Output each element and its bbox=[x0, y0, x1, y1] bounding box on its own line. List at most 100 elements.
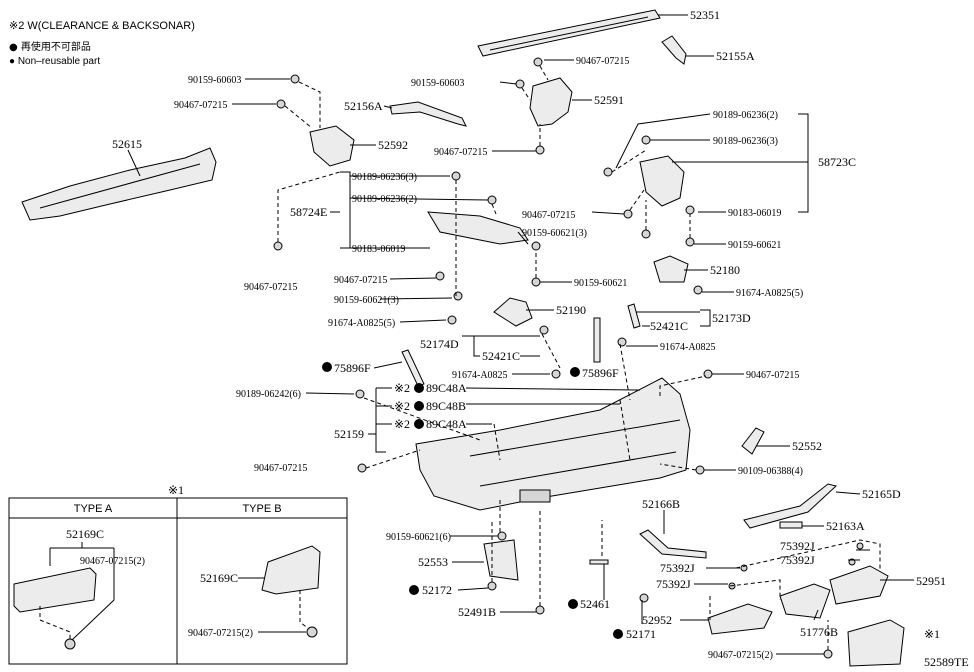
label-90109-06388-4[interactable]: 90109-06388(4) bbox=[738, 466, 803, 477]
part-52166B-garnish[interactable] bbox=[639, 529, 707, 559]
label-75896F-b[interactable]: 75896F bbox=[582, 366, 619, 380]
label-52952[interactable]: 52952 bbox=[642, 613, 672, 627]
label-52174D[interactable]: 52174D bbox=[420, 337, 459, 351]
inset-type-b-part-label[interactable]: 52169C bbox=[200, 571, 238, 585]
label-90189-06236-2b[interactable]: 90189-06236(2) bbox=[352, 194, 417, 205]
part-52159-bumper-cover[interactable] bbox=[415, 377, 691, 511]
label-90189-06236-2a[interactable]: 90189-06236(2) bbox=[713, 110, 778, 121]
part-52165D-garnish[interactable] bbox=[743, 483, 838, 529]
label-52553[interactable]: 52553 bbox=[418, 555, 448, 569]
label-90467-07215-f[interactable]: 90467-07215 bbox=[244, 282, 297, 293]
inset-type-a-part-label[interactable]: 52169C bbox=[66, 527, 104, 541]
label-89C48A-a[interactable]: 89C48A bbox=[426, 381, 467, 395]
label-52421C-a[interactable]: 52421C bbox=[650, 319, 688, 333]
part-58724E-bracket[interactable] bbox=[427, 211, 529, 245]
label-90467-07215-d[interactable]: 90467-07215 bbox=[522, 210, 575, 221]
part-52552-cover[interactable] bbox=[741, 427, 765, 455]
label-52591[interactable]: 52591 bbox=[594, 93, 624, 107]
label-52165D[interactable]: 52165D bbox=[862, 487, 901, 501]
part-52173D-strip[interactable] bbox=[627, 303, 641, 329]
label-75392J-b[interactable]: 75392J bbox=[656, 577, 691, 591]
non-reusable-dot-52171 bbox=[613, 629, 623, 639]
label-90467-07215-a[interactable]: 90467-07215 bbox=[576, 56, 629, 67]
inset-type-b-part[interactable] bbox=[261, 545, 321, 595]
part-52951-bumper-extension[interactable] bbox=[829, 565, 889, 605]
label-52171[interactable]: 52171 bbox=[626, 627, 656, 641]
part-52190-bracket[interactable] bbox=[493, 297, 533, 327]
label-90159-60621-3a[interactable]: 90159-60621(3) bbox=[522, 228, 587, 239]
label-52615[interactable]: 52615 bbox=[112, 137, 142, 151]
label-90467-07215-c[interactable]: 90467-07215 bbox=[434, 147, 487, 158]
label-52173D[interactable]: 52173D bbox=[712, 311, 751, 325]
label-90189-06236-3b[interactable]: 90189-06236(3) bbox=[352, 172, 417, 183]
part-75896F-left[interactable] bbox=[401, 349, 425, 387]
part-52155A-bracket[interactable] bbox=[661, 35, 687, 65]
part-75896F-right[interactable] bbox=[593, 317, 601, 363]
part-lower-cover-type[interactable] bbox=[847, 619, 905, 667]
label-90159-60621-b[interactable]: 90159-60621 bbox=[574, 278, 627, 289]
label-75392J-d[interactable]: 75392J bbox=[780, 553, 815, 567]
part-52615-energy-absorber[interactable] bbox=[21, 147, 217, 221]
part-52553-cover[interactable] bbox=[483, 539, 519, 581]
part-52461[interactable] bbox=[589, 559, 609, 565]
part-52163A[interactable] bbox=[779, 521, 803, 529]
label-52351[interactable]: 52351 bbox=[690, 8, 720, 22]
label-90183-06019-b[interactable]: 90183-06019 bbox=[352, 244, 405, 255]
label-75392J-a[interactable]: 75392J bbox=[660, 561, 695, 575]
label-91674-A0825-5a[interactable]: 91674-A0825(5) bbox=[736, 288, 803, 299]
label-91674-A0825-a[interactable]: 91674-A0825 bbox=[452, 370, 508, 381]
label-58724E[interactable]: 58724E bbox=[290, 205, 327, 219]
label-89C48B[interactable]: 89C48B bbox=[426, 399, 466, 413]
label-90189-06242-6[interactable]: 90189-06242(6) bbox=[236, 389, 301, 400]
label-91674-A0825-5b[interactable]: 91674-A0825(5) bbox=[328, 318, 395, 329]
label-52951[interactable]: 52951 bbox=[916, 574, 946, 588]
label-52461[interactable]: 52461 bbox=[580, 597, 610, 611]
label-90467-07215-b[interactable]: 90467-07215 bbox=[174, 100, 227, 111]
part-51776B-mudguard[interactable] bbox=[779, 583, 831, 619]
label-90467-07215-e[interactable]: 90467-07215 bbox=[334, 275, 387, 286]
label-51776B[interactable]: 51776B bbox=[800, 625, 838, 639]
label-91674-A0825-b[interactable]: 91674-A0825 bbox=[660, 342, 716, 353]
label-52552[interactable]: 52552 bbox=[792, 439, 822, 453]
label-52190[interactable]: 52190 bbox=[556, 303, 586, 317]
label-90159-60603-b[interactable]: 90159-60603 bbox=[411, 78, 464, 89]
label-52172[interactable]: 52172 bbox=[422, 583, 452, 597]
inset-type-a-part[interactable] bbox=[13, 567, 97, 613]
non-reusable-dot-52172 bbox=[409, 585, 419, 595]
non-reusable-dot-89C48A-b bbox=[414, 419, 424, 429]
label-90467-07215-2[interactable]: 90467-07215(2) bbox=[708, 650, 773, 661]
inset-type-a-bolt-label[interactable]: 90467-07215(2) bbox=[80, 556, 145, 567]
label-90159-60621-3b[interactable]: 90159-60621(3) bbox=[334, 295, 399, 306]
label-52589TE: 52589TE bbox=[924, 655, 969, 669]
label-52156A[interactable]: 52156A bbox=[344, 99, 383, 113]
part-52952-bumper-extension[interactable] bbox=[707, 603, 773, 635]
part-58723C-bracket[interactable] bbox=[639, 155, 685, 207]
inset-type-b-bolt-label[interactable]: 90467-07215(2) bbox=[188, 628, 253, 639]
label-52180[interactable]: 52180 bbox=[710, 263, 740, 277]
label-52421C-b[interactable]: 52421C bbox=[482, 349, 520, 363]
label-90159-60603-a[interactable]: 90159-60603 bbox=[188, 75, 241, 86]
label-90183-06019-a[interactable]: 90183-06019 bbox=[728, 208, 781, 219]
part-52156A-bracket[interactable] bbox=[389, 101, 467, 127]
label-58723C[interactable]: 58723C bbox=[818, 155, 856, 169]
label-52491B[interactable]: 52491B bbox=[458, 605, 496, 619]
label-90159-60621-a[interactable]: 90159-60621 bbox=[728, 240, 781, 251]
label-75896F-a[interactable]: 75896F bbox=[334, 361, 371, 375]
inset-mark: ※1 bbox=[168, 483, 184, 497]
label-90189-06236-3a[interactable]: 90189-06236(3) bbox=[713, 136, 778, 147]
part-52591-bracket[interactable] bbox=[529, 77, 573, 127]
label-52166B[interactable]: 52166B bbox=[642, 497, 680, 511]
label-52159[interactable]: 52159 bbox=[334, 427, 364, 441]
label-52592[interactable]: 52592 bbox=[378, 138, 408, 152]
label-90467-07215-h[interactable]: 90467-07215 bbox=[254, 463, 307, 474]
part-52592-bracket[interactable] bbox=[309, 125, 355, 167]
part-52180-bracket[interactable] bbox=[653, 255, 689, 283]
label-89C48A-b[interactable]: 89C48A bbox=[426, 417, 467, 431]
label-90467-07215-g[interactable]: 90467-07215 bbox=[746, 370, 799, 381]
label-90159-60621-6[interactable]: 90159-60621(6) bbox=[386, 532, 451, 543]
label-52163A[interactable]: 52163A bbox=[826, 519, 865, 533]
label-52155A[interactable]: 52155A bbox=[716, 49, 755, 63]
label-mark-2-a: ※2 bbox=[394, 381, 410, 395]
label-75392J-c[interactable]: 75392J bbox=[780, 539, 815, 553]
